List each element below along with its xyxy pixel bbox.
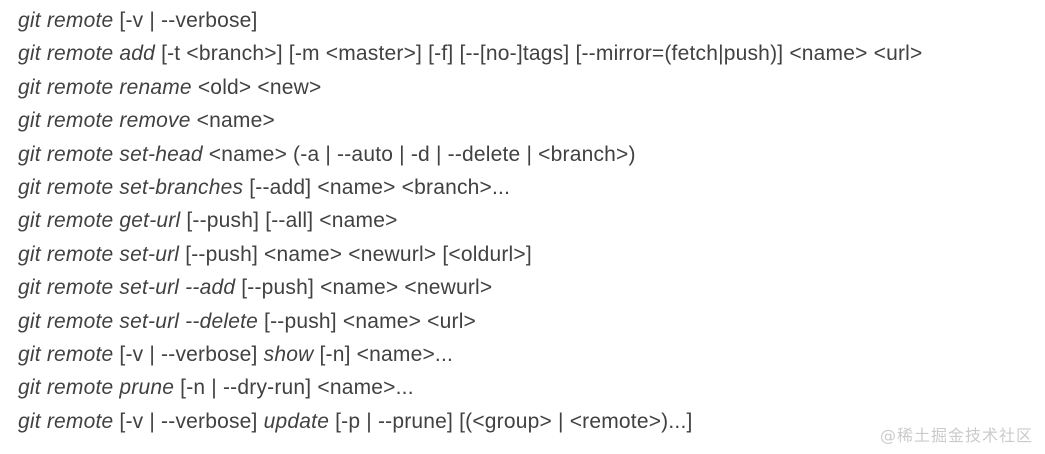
command-name-segment: git remote [18,9,114,32]
synopsis-line: git remote set-url --delete [--push] <na… [18,305,1045,338]
synopsis-line: git remote prune [-n | --dry-run] <name>… [18,371,1045,404]
command-name-segment: git remote rename [18,75,192,99]
command-name-segment: git remote get-url [18,209,181,233]
command-name-segment: git remote prune [18,376,175,400]
command-args-segment: [--push] <name> <newurl> [235,276,493,300]
synopsis-line: git remote set-url [--push] <name> <newu… [18,238,1045,271]
command-name-segment: git remote set-head [18,142,203,166]
command-args-segment: [--add] <name> <branch>... [243,175,511,199]
command-name-segment: git remote set-url --add [18,276,236,300]
command-name-segment: git remote remove [18,109,191,133]
command-args-segment: [--push] <name> <url> [258,309,477,333]
synopsis-line: git remote set-branches [--add] <name> <… [18,171,1045,204]
synopsis-line: git remote set-head <name> (-a | --auto … [18,138,1045,171]
command-name-segment: git remote [18,409,114,433]
command-name-segment: git remote set-url [18,242,180,266]
synopsis-line: git remote get-url [--push] [--all] <nam… [18,204,1045,237]
command-args-segment: [-n | --dry-run] <name>... [174,376,414,400]
command-args-segment: [--push] [--all] <name> [180,209,398,233]
command-args-segment: [-v | --verbose] [113,409,264,433]
command-args-segment: [-n] <name>... [313,342,454,366]
command-args-segment: <name> (-a | --auto | -d | --delete | <b… [202,142,636,166]
synopsis-line: git remote remove <name> [18,104,1045,137]
command-name-segment: git remote set-branches [18,175,244,199]
synopsis-line: git remote set-url --add [--push] <name>… [18,271,1045,304]
command-name-segment: git remote set-url --delete [18,309,258,333]
git-remote-synopsis: git remote [-v | --verbose]git remote ad… [18,4,1045,438]
command-name-segment: show [263,342,314,366]
command-name-segment: update [263,409,330,433]
command-args-segment: <name> [190,109,275,133]
synopsis-line: git remote [-v | --verbose] show [-n] <n… [18,338,1045,371]
synopsis-line: git remote add [-t <branch>] [-m <master… [18,37,1045,70]
synopsis-line: git remote rename <old> <new> [18,71,1045,104]
synopsis-line: git remote [-v | --verbose] update [-p |… [18,405,1045,438]
command-args-segment: [-t <branch>] [-m <master>] [-f] [--[no-… [155,42,923,66]
command-name-segment: git remote add [18,42,156,66]
command-args-segment: [-p | --prune] [(<group> | <remote>)...] [329,409,693,433]
command-name-segment: git remote [18,342,114,366]
watermark: @稀土掘金技术社区 [879,426,1033,445]
command-args-segment: [--push] <name> <newurl> [<oldurl>] [179,242,532,266]
synopsis-line: git remote [-v | --verbose] [18,4,1045,37]
command-args-segment: [-v | --verbose] [113,9,258,32]
command-args-segment: [-v | --verbose] [113,342,264,366]
command-args-segment: <old> <new> [191,75,322,99]
